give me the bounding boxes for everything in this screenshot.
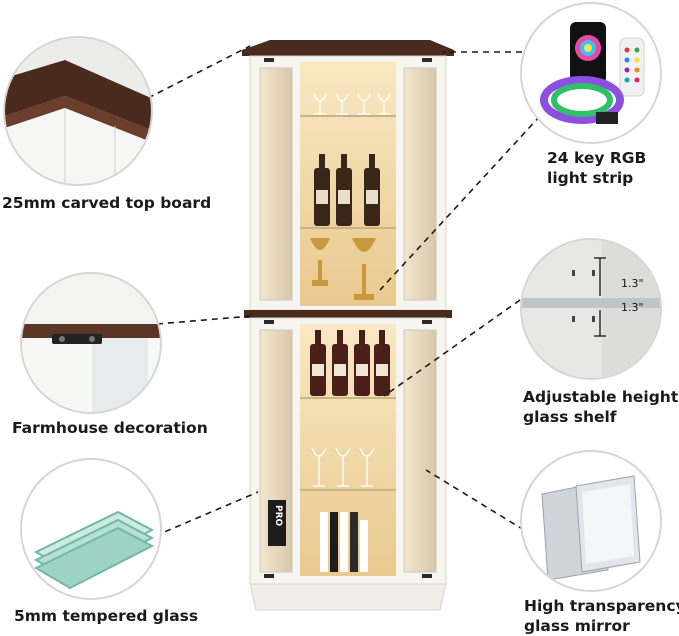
- label-shelf-line2: glass shelf: [523, 408, 617, 426]
- farmhouse-detail-circle: [20, 272, 162, 414]
- carved-top-board: [242, 40, 454, 56]
- label-rgb: 24 key RGB light strip: [547, 148, 646, 188]
- mirror-detail-circle: [520, 450, 662, 592]
- rgb-strip-detail-circle: [520, 2, 662, 144]
- book-spine-label: PRO: [273, 505, 283, 527]
- label-rgb-line2: light strip: [547, 169, 634, 187]
- connector-farmhouse: [156, 315, 253, 325]
- tempered-glass-detail-circle: [20, 458, 162, 600]
- label-mirror-line1: High transparency: [524, 597, 679, 615]
- label-shelf: Adjustable height glass shelf: [523, 387, 678, 427]
- connector-rgb: [379, 115, 541, 291]
- label-farmhouse: Farmhouse decoration: [12, 419, 208, 437]
- label-mirror: High transparency glass mirror: [524, 596, 679, 636]
- shelf-spacing-upper: 1.3": [621, 277, 644, 290]
- label-top-board: 25mm carved top board: [2, 194, 212, 212]
- connector-mirror: [425, 469, 525, 531]
- label-shelf-line1: Adjustable height: [523, 388, 679, 406]
- label-rgb-line1: 24 key RGB: [547, 149, 647, 167]
- connector-top-board: [147, 45, 251, 99]
- connector-glass: [154, 491, 259, 537]
- shelf-spacing-lower: 1.3": [621, 301, 644, 314]
- label-mirror-line2: glass mirror: [524, 617, 630, 635]
- label-glass: 5mm tempered glass: [14, 607, 199, 625]
- side-book: [268, 500, 286, 546]
- top-board-detail-circle: [3, 36, 153, 186]
- connector-shelf: [383, 299, 521, 397]
- corner-curio-cabinet: [242, 40, 454, 611]
